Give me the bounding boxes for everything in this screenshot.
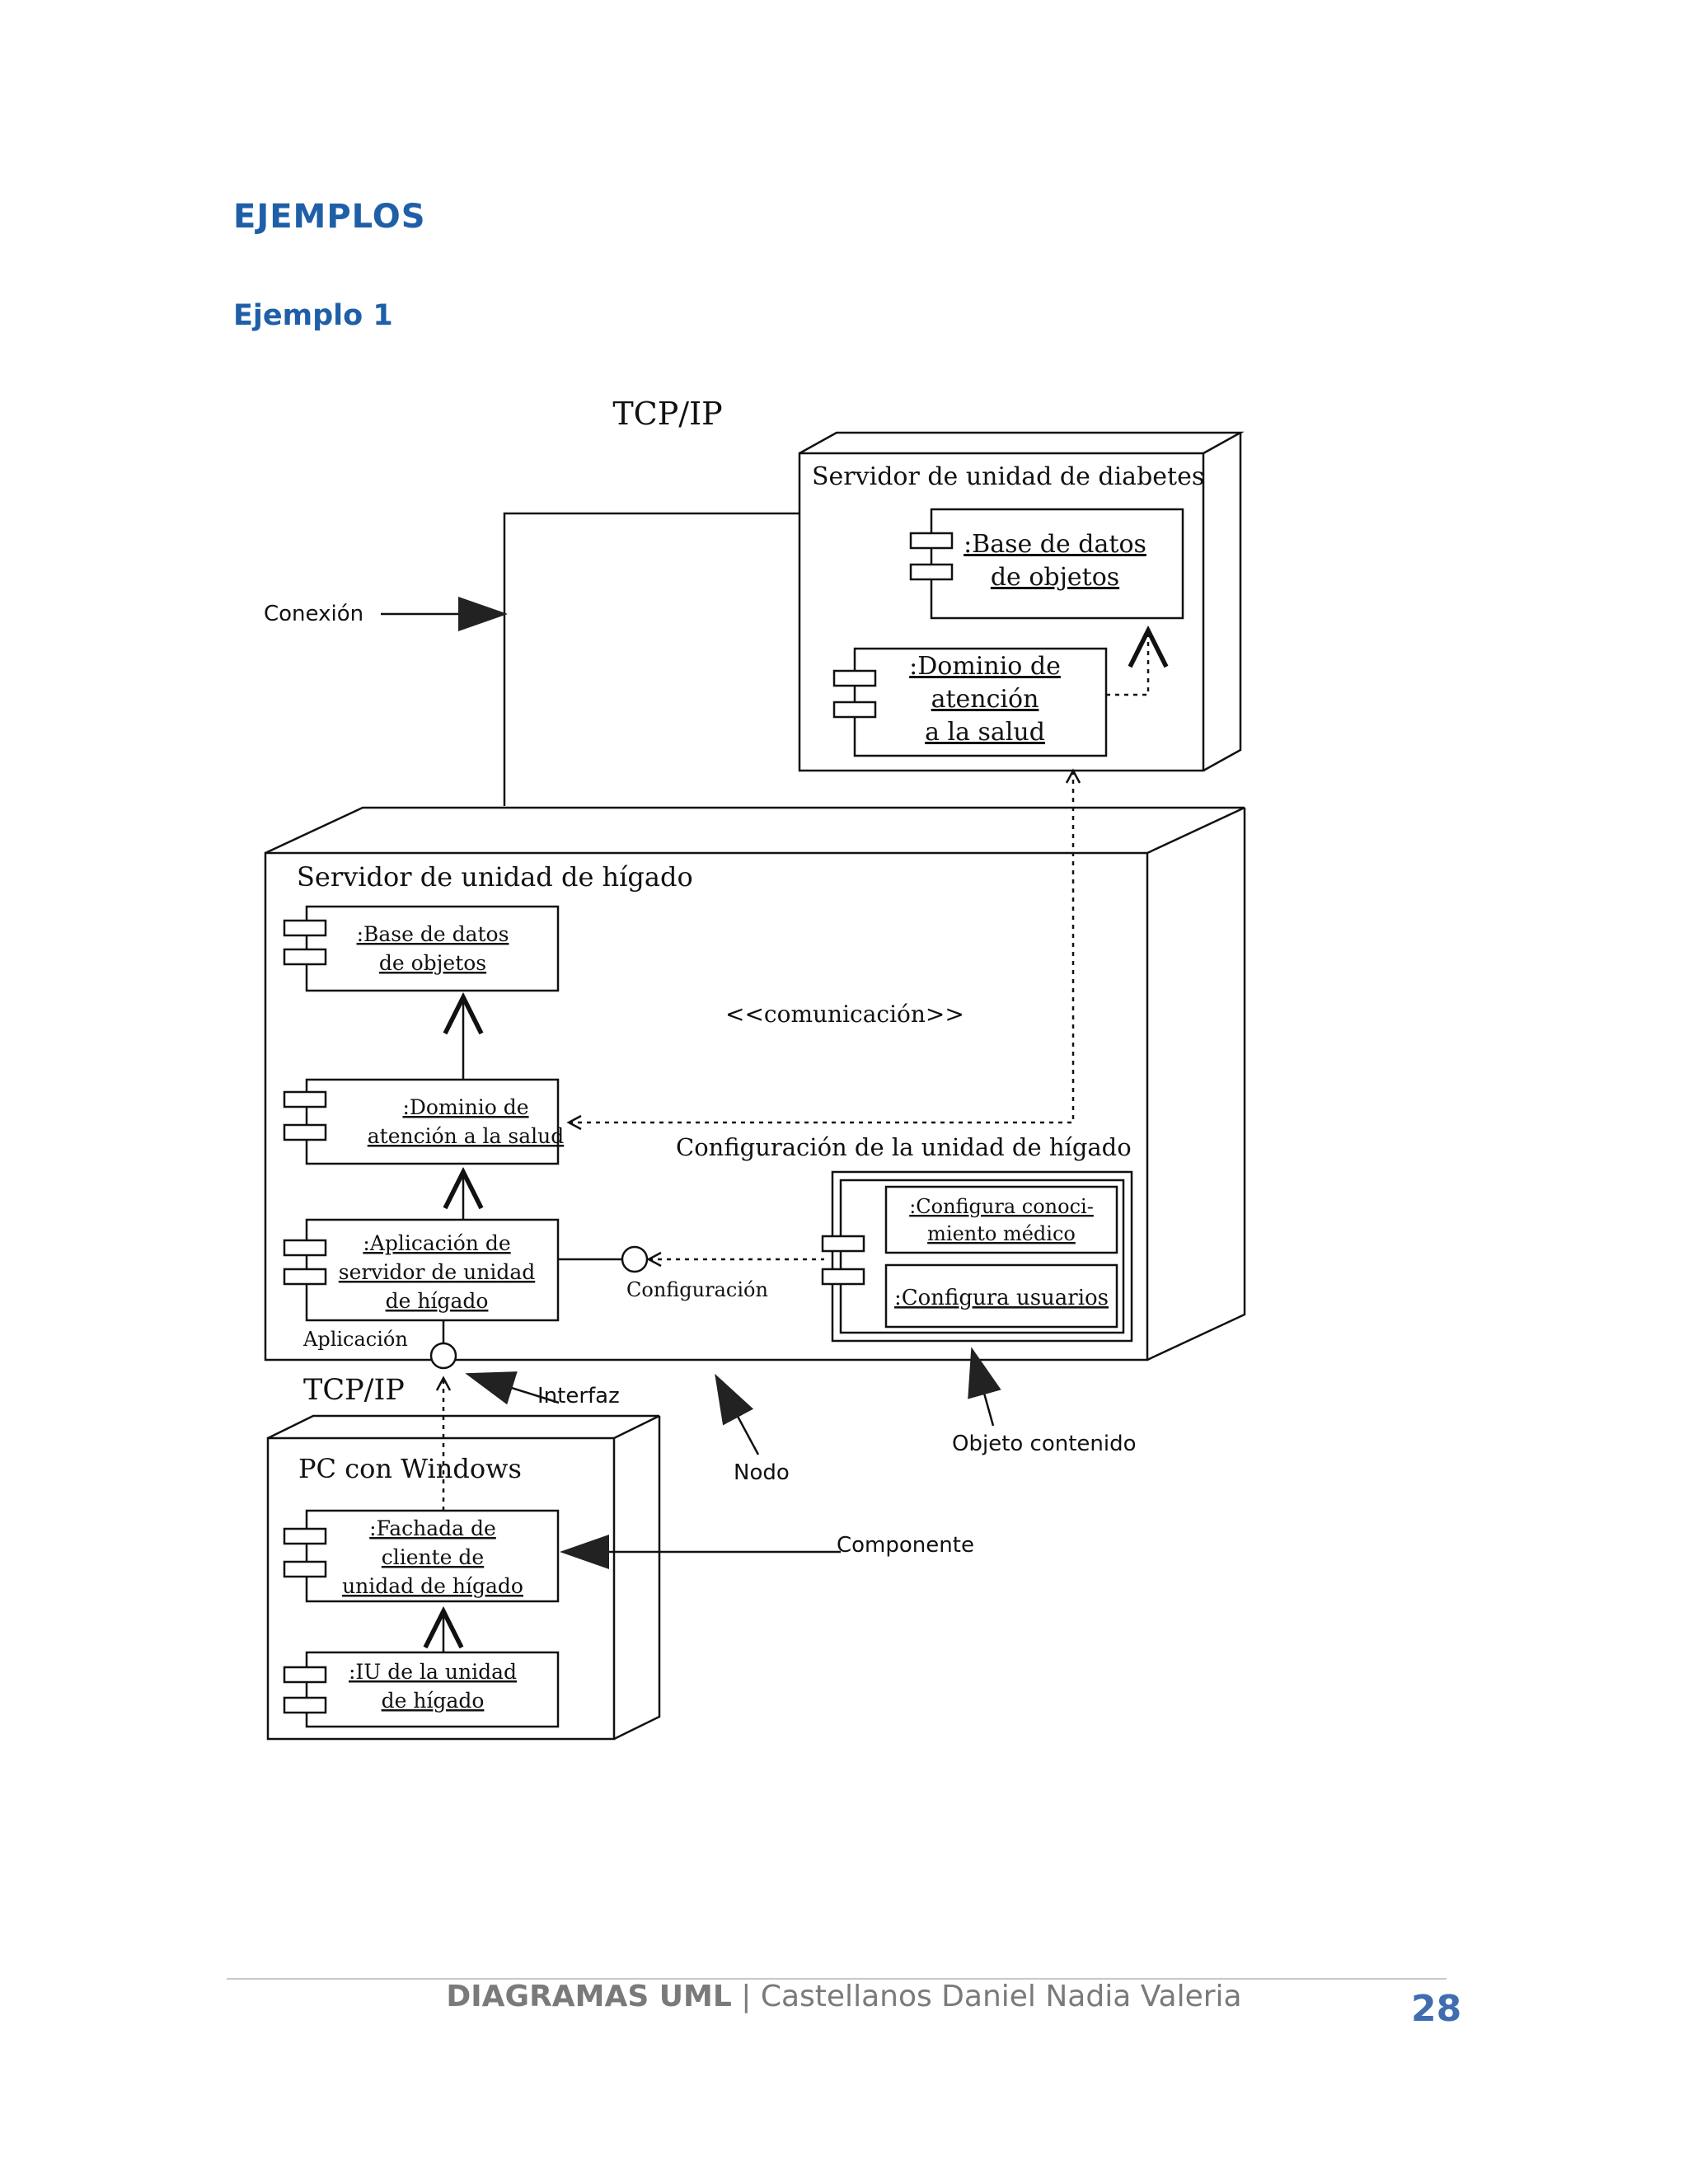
config-package-title: Configuración de la unidad de hígado (676, 1133, 1132, 1161)
pc-ui-line2: de hígado (382, 1689, 485, 1713)
contained-object-annotation: Objeto contenido (952, 1432, 1137, 1456)
pc-facade-component (305, 1509, 560, 1603)
config-interface-circle (621, 1245, 649, 1273)
node-annotation: Nodo (734, 1460, 790, 1485)
uml-deployment-diagram: TCP/IP Servidor de unidad de diabetes :B… (231, 363, 1302, 1797)
liver-app-component (305, 1218, 560, 1322)
connection-annotation: Conexión (264, 602, 363, 626)
config-users-label: :Configura usuarios (894, 1286, 1109, 1310)
top-protocol-label: TCP/IP (612, 396, 722, 432)
liver-app-line1: :Aplicación de (363, 1231, 510, 1255)
footer-author: Castellanos Daniel Nadia Valeria (760, 1980, 1242, 2013)
diabetes-domain-line1: :Dominio de (909, 652, 1061, 681)
liver-db-line2: de objetos (379, 951, 486, 975)
liver-server-title: Servidor de unidad de hígado (297, 861, 693, 893)
pc-ui-component (305, 1651, 560, 1728)
interface-annotation: Interfaz (537, 1384, 620, 1408)
pc-facade-line2: cliente de (382, 1545, 484, 1569)
bottom-protocol-label: TCP/IP (303, 1374, 405, 1407)
config-medical-component (884, 1185, 1118, 1254)
diabetes-domain-line3: a la salud (925, 718, 1045, 747)
footer: DIAGRAMAS UML | Castellanos Daniel Nadia… (0, 1980, 1688, 2013)
liver-app-line3: de hígado (386, 1289, 489, 1313)
pc-facade-line3: unidad de hígado (342, 1574, 523, 1598)
liver-db-component (305, 905, 560, 992)
liver-app-line2: servidor de unidad (339, 1260, 536, 1284)
config-medical-line1: :Configura conoci- (909, 1195, 1094, 1218)
communication-stereotype: <<comunicación>> (725, 1001, 964, 1028)
example-title: Ejemplo 1 (233, 299, 393, 332)
app-interface-circle (429, 1342, 457, 1370)
pc-ui-line1: :IU de la unidad (349, 1660, 517, 1684)
config-medical-line2: miento médico (927, 1222, 1076, 1245)
liver-domain-component (305, 1078, 560, 1165)
pc-title: PC con Windows (298, 1453, 522, 1484)
diabetes-server-title: Servidor de unidad de diabetes (812, 462, 1204, 491)
liver-domain-line2: atención a la salud (368, 1124, 564, 1148)
pc-facade-line1: :Fachada de (369, 1516, 496, 1540)
connection-line (503, 512, 799, 806)
config-interface-label: Configuración (626, 1278, 768, 1301)
footer-divider (227, 1978, 1447, 1980)
section-title: EJEMPLOS (233, 198, 426, 236)
app-interface-label: Aplicación (302, 1328, 408, 1351)
liver-domain-line1: :Dominio de (402, 1095, 528, 1119)
footer-separator: | (741, 1980, 752, 2013)
page-number: 28 (1411, 1988, 1462, 2030)
footer-title: DIAGRAMAS UML (446, 1980, 732, 2013)
config-users-component (884, 1263, 1118, 1329)
liver-db-line1: :Base de datos (357, 922, 509, 946)
diabetes-domain-line2: atención (931, 685, 1039, 714)
component-annotation: Componente (837, 1533, 974, 1558)
diabetes-db-line1: :Base de datos (964, 530, 1146, 559)
diabetes-db-line2: de objetos (991, 563, 1119, 592)
diabetes-domain-component (853, 647, 1108, 757)
